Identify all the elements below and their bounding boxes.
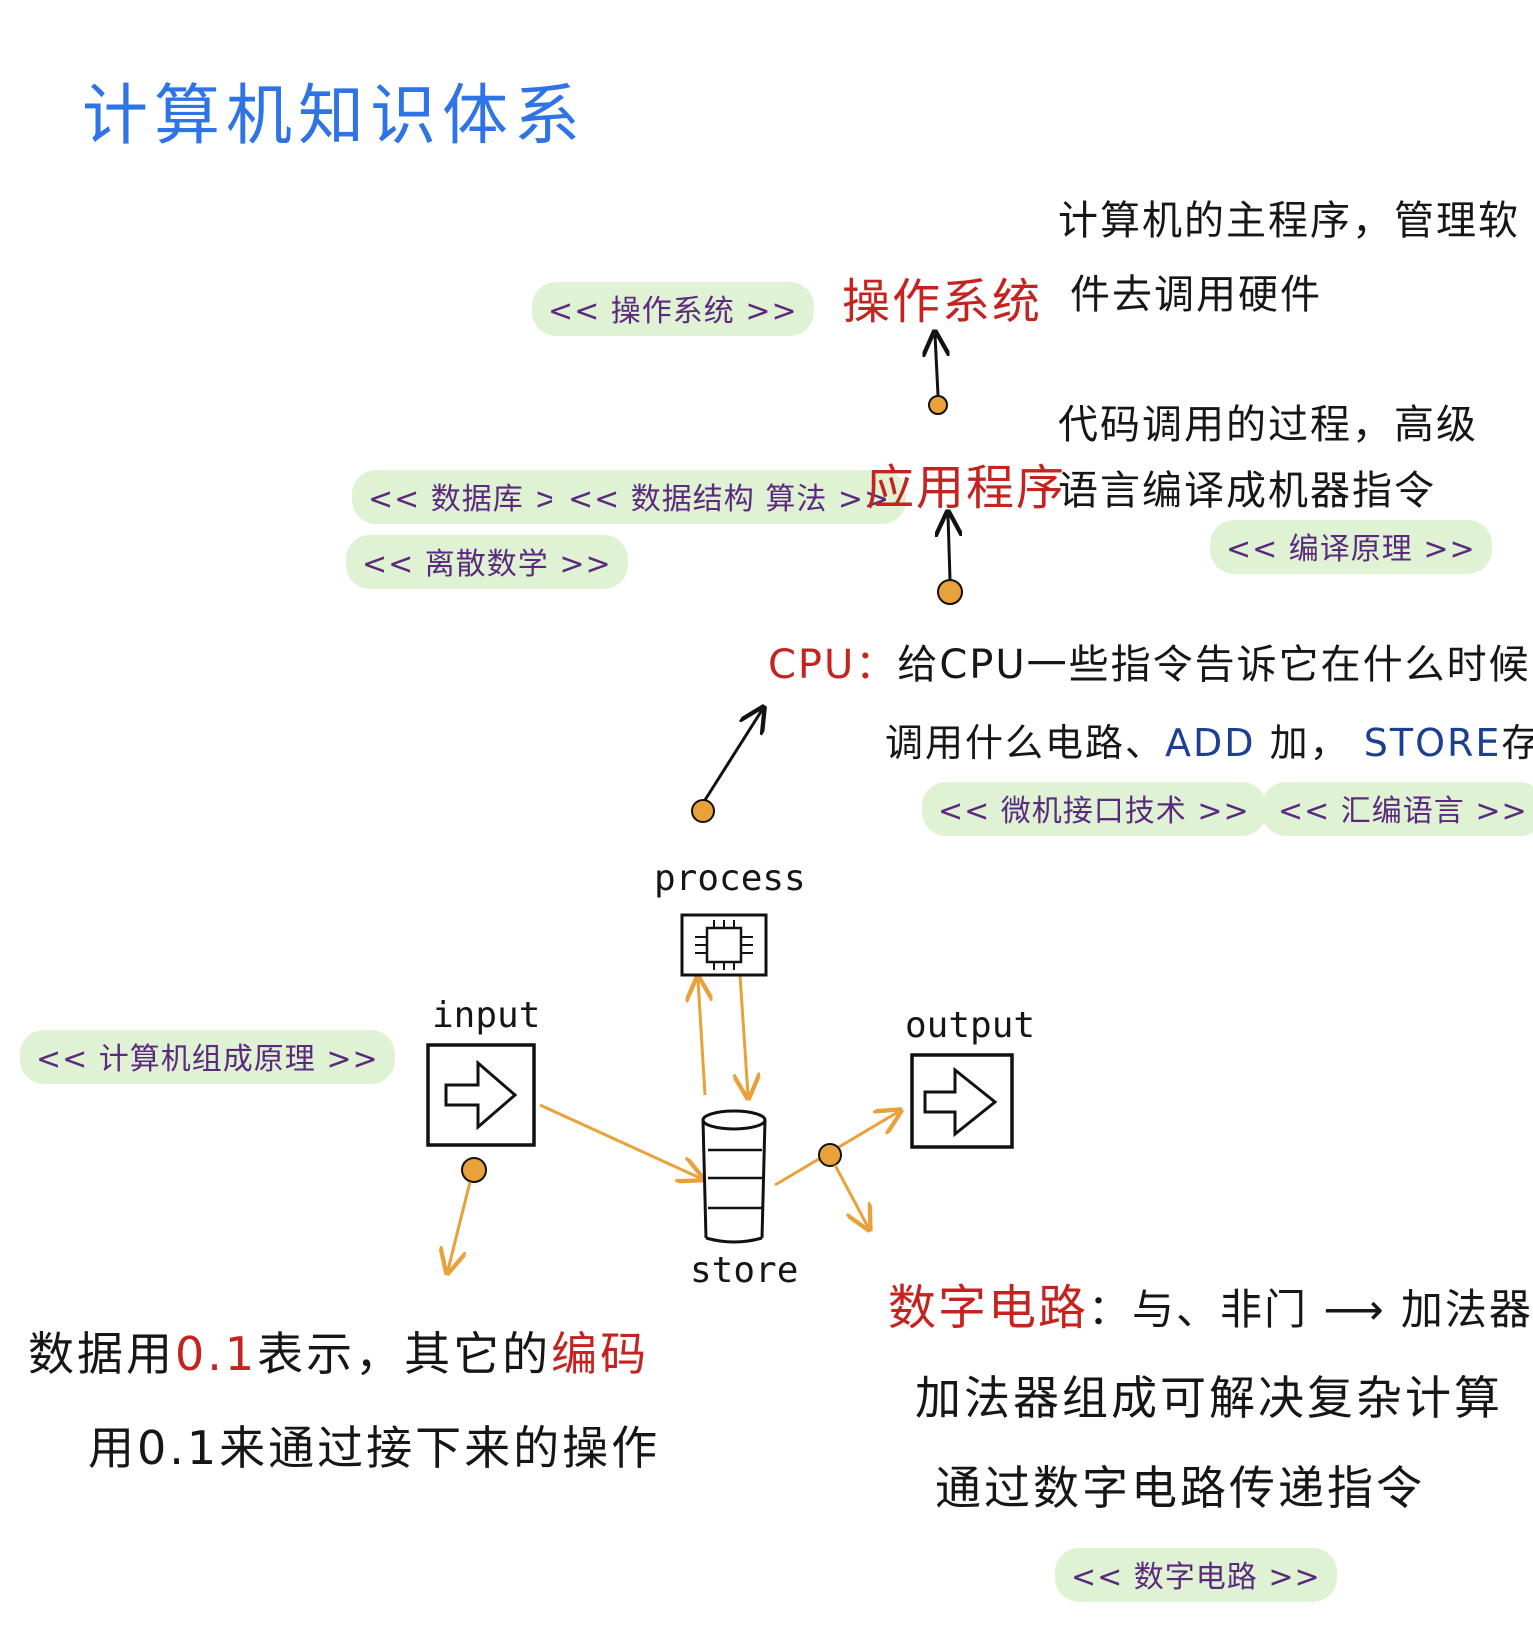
input-label: input — [432, 995, 541, 1036]
data-binary: 0.1 — [175, 1327, 258, 1381]
data-arrow — [448, 1181, 472, 1270]
process-to-store-arrow — [740, 974, 748, 1095]
circuit-line1: 数字电路：与、非门 ⟶ 加法器 — [888, 1268, 1533, 1338]
store-label: store — [690, 1250, 799, 1291]
page-title: 计算机知识体系 — [82, 77, 586, 154]
cpu-label: CPU： — [768, 642, 898, 688]
cpu-dot — [691, 799, 715, 823]
app-desc-line2: 语言编译成机器指令 — [1058, 468, 1436, 514]
database-icon — [701, 1109, 767, 1244]
os-label: 操作系统 — [842, 274, 1043, 330]
store-to-process-arrow — [698, 980, 705, 1096]
circuit-arrow — [833, 1164, 868, 1227]
input-dot — [461, 1157, 487, 1183]
cpu-line1: CPU：给CPU一些指令告诉它在什么时候 — [768, 632, 1531, 690]
cpu-desc-line1: 给CPU一些指令告诉它在什么时候 — [897, 642, 1531, 688]
data-encoding: 编码 — [551, 1327, 650, 1381]
os-dot — [928, 395, 948, 415]
book-data-structures: << 数据结构 算法 >> — [552, 470, 907, 524]
cpu-arrow — [703, 710, 762, 801]
os-desc-line2: 件去调用硬件 — [1070, 272, 1322, 318]
app-desc-line1: 代码调用的过程，高级 — [1058, 402, 1478, 448]
process-label: process — [654, 858, 806, 899]
cpu-desc-line2: 调用什么电路、 — [885, 721, 1166, 765]
input-to-store-arrow — [539, 1103, 700, 1178]
output-box-icon — [910, 1053, 1014, 1149]
book-computer-organization: << 计算机组成原理 >> — [20, 1030, 395, 1084]
app-dot — [937, 579, 963, 605]
os-arrow — [935, 335, 938, 396]
circuit-line2: 加法器组成可解决复杂计算 — [915, 1371, 1503, 1425]
store-meaning: 存 — [1501, 721, 1533, 765]
app-label: 应用程序 — [866, 460, 1067, 516]
output-label: output — [905, 1005, 1036, 1046]
app-arrow — [948, 515, 950, 581]
data-line1-a: 数据用 — [28, 1327, 175, 1381]
circuit-suffix: ：与、非门 ⟶ 加法器 — [1088, 1285, 1533, 1334]
chip-icon — [680, 913, 768, 977]
add-meaning: 加， — [1269, 721, 1350, 765]
data-line2: 用0.1来通过接下来的操作 — [88, 1421, 661, 1475]
store-dot — [818, 1143, 842, 1167]
store-keyword: STORE — [1363, 721, 1502, 765]
book-discrete-math: << 离散数学 >> — [346, 535, 628, 589]
book-compiler: << 编译原理 >> — [1210, 520, 1492, 574]
book-digital-circuit: << 数字电路 >> — [1055, 1548, 1337, 1602]
circuit-label: 数字电路 — [888, 1280, 1089, 1336]
add-keyword: ADD — [1165, 721, 1256, 765]
book-operating-system: << 操作系统 >> — [532, 282, 814, 336]
data-line1-b: 表示，其它的 — [257, 1327, 552, 1381]
cpu-line2: 调用什么电路、ADD 加， STORE存 — [885, 712, 1533, 767]
input-box-icon — [426, 1043, 536, 1147]
book-assembly: << 汇编语言 >> — [1262, 782, 1533, 836]
book-microcomputer: << 微机接口技术 >> — [922, 782, 1266, 836]
data-line1: 数据用0.1表示，其它的编码 — [28, 1318, 649, 1384]
circuit-line3: 通过数字电路传递指令 — [935, 1461, 1425, 1515]
os-desc-line1: 计算机的主程序，管理软 — [1058, 198, 1520, 244]
